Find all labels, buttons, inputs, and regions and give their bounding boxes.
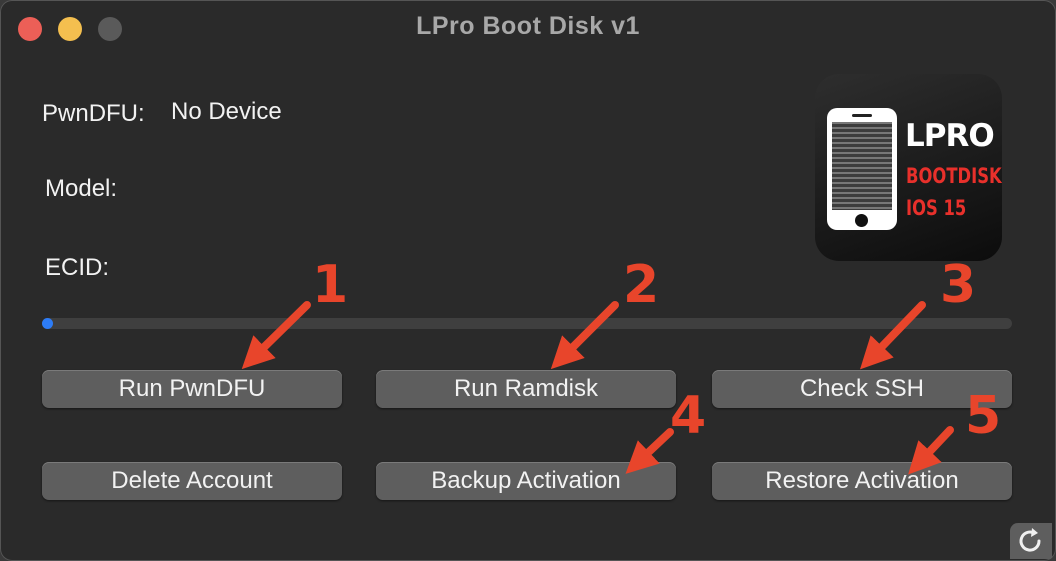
pwndfu-value: No Device (171, 98, 282, 125)
annotation-number: 1 (312, 255, 348, 315)
window-title: LPro Boot Disk v1 (416, 12, 640, 40)
annotation-arrow (860, 301, 926, 370)
title-bar: LPro Boot Disk v1 (0, 0, 1056, 56)
delete-account-button[interactable]: Delete Account (42, 462, 342, 500)
annotation-arrow (908, 426, 954, 475)
backup-activation-button[interactable]: Backup Activation (376, 462, 676, 500)
logo-version: IOS 15 (906, 196, 967, 220)
run-pwndfu-button[interactable]: Run PwnDFU (42, 370, 342, 408)
annotation-arrow (241, 301, 311, 370)
logo-subtitle: BOOTDISK (906, 164, 1002, 188)
progress-fill (42, 318, 53, 329)
phone-speaker (852, 114, 872, 117)
pwndfu-label: PwnDFU: (42, 100, 145, 127)
refresh-button[interactable] (1010, 523, 1052, 559)
refresh-icon (1019, 528, 1041, 552)
zoom-button[interactable] (98, 17, 122, 41)
phone-home-button (855, 214, 868, 227)
annotation-arrow (550, 301, 619, 370)
phone-icon (827, 108, 897, 230)
check-ssh-button[interactable]: Check SSH (712, 370, 1012, 408)
restore-activation-button[interactable]: Restore Activation (712, 462, 1012, 500)
phone-screen (832, 122, 892, 210)
annotation-number: 2 (623, 255, 659, 315)
annotation-number: 3 (940, 255, 976, 315)
progress-bar (42, 318, 1012, 329)
ecid-label: ECID: (45, 254, 110, 281)
annotation-arrow (625, 428, 674, 474)
lpro-logo: LPRO BOOTDISK IOS 15 (815, 74, 1002, 261)
run-ramdisk-button[interactable]: Run Ramdisk (376, 370, 676, 408)
close-button[interactable] (18, 17, 42, 41)
model-label: Model: (45, 175, 118, 202)
minimize-button[interactable] (58, 17, 82, 41)
logo-title: LPRO (905, 118, 995, 154)
